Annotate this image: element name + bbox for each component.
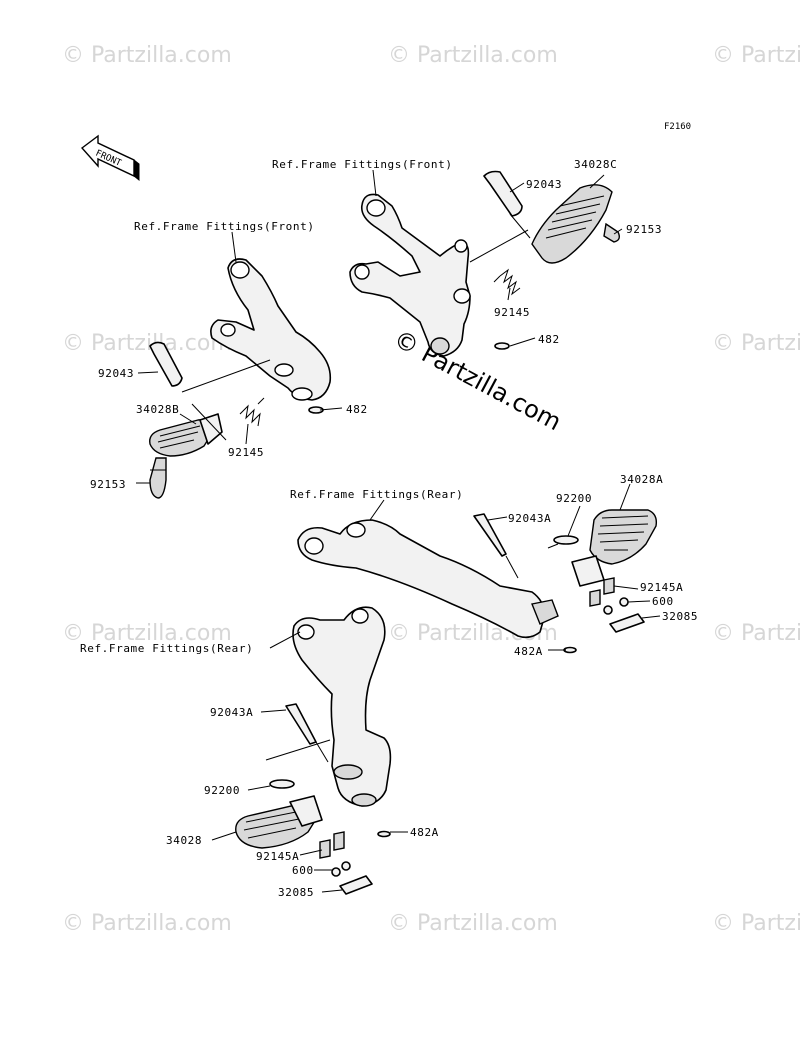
pin-92043-left: [149, 341, 271, 393]
label-92153-left: 92153: [90, 478, 126, 491]
leader-lines-lower: [211, 631, 408, 893]
watermark: © Partzilla.com: [712, 911, 800, 936]
watermark-group: © Partzilla.com © Partzilla.com © Partzi…: [62, 43, 800, 936]
label-ref-rear-left: Ref.Frame Fittings(Rear): [80, 642, 253, 655]
watermark: © Partzilla.com: [712, 43, 800, 68]
ball-600-left: [331, 861, 351, 877]
label-92043-right: 92043: [526, 178, 562, 191]
rear-right-bracket: [297, 519, 559, 639]
label-92043A-left: 92043A: [210, 706, 253, 719]
footpeg-34028C: [531, 184, 613, 264]
label-34028A: 34028A: [620, 473, 663, 486]
washer-92200-right: [547, 535, 579, 549]
pin-92043A-left: [285, 703, 329, 763]
pin-482-right: [494, 342, 510, 350]
label-600-right: 600: [652, 595, 674, 608]
label-92145A-right: 92145A: [640, 581, 683, 594]
footpeg-34028B: [149, 413, 223, 457]
pin-92043A-right: [473, 513, 519, 579]
watermark: © Partzilla.com: [388, 911, 558, 936]
label-34028B: 34028B: [136, 403, 179, 416]
watermark: © Partzilla.com: [62, 911, 232, 936]
leader-lines-upper-left: [136, 231, 343, 484]
watermark: © Partzilla.com: [62, 621, 232, 646]
label-482A-left: 482A: [410, 826, 439, 839]
spring-92145A-right: [589, 577, 615, 607]
plate-32085-left: [339, 875, 373, 895]
front-right-bracket: [349, 193, 471, 357]
footpeg-34028A: [571, 509, 658, 587]
pin-92043-right: [483, 170, 531, 239]
label-32085-right: 32085: [662, 610, 698, 623]
watermark: © Partzilla.com: [388, 43, 558, 68]
watermark: © Partzilla.com: [62, 43, 232, 68]
leader-lines-middle-right: [369, 483, 661, 651]
watermark: © Partzilla.com: [712, 621, 800, 646]
plate-32085-right: [609, 613, 645, 633]
label-92153-right: 92153: [626, 223, 662, 236]
label-92200-left: 92200: [204, 784, 240, 797]
front-left-bracket: [210, 258, 332, 401]
footpeg-34028: [235, 795, 323, 849]
front-arrow-icon: FRONT: [80, 134, 140, 182]
label-92200-right: 92200: [556, 492, 592, 505]
label-600-left: 600: [292, 864, 314, 877]
figure-code: F2160: [664, 122, 691, 132]
spring-92145-left: [239, 397, 265, 427]
washer-92200-left: [265, 739, 331, 789]
bolt-92153-right: [603, 222, 621, 243]
spring-92145A-left: [319, 831, 345, 859]
watermark: © Partzilla.com: [62, 331, 232, 356]
leader-lines-upper-right: [372, 169, 623, 347]
label-92043-left: 92043: [98, 367, 134, 380]
watermark: © Partzilla.com: [712, 331, 800, 356]
label-34028: 34028: [166, 834, 202, 847]
label-ref-front-right: Ref.Frame Fittings(Front): [272, 158, 453, 171]
label-34028C: 34028C: [574, 158, 617, 171]
pin-482A-left: [377, 830, 391, 838]
spring-92145-right: [493, 268, 521, 296]
label-92145A-left: 92145A: [256, 850, 299, 863]
label-ref-front-left: Ref.Frame Fittings(Front): [134, 220, 315, 233]
label-32085-left: 32085: [278, 886, 314, 899]
ball-600-right: [603, 597, 629, 615]
label-482A-right: 482A: [514, 645, 543, 658]
label-92043A-right: 92043A: [508, 512, 551, 525]
label-482-right: 482: [538, 333, 560, 346]
bolt-92153-left: [149, 457, 167, 499]
rear-left-bracket: [292, 606, 392, 807]
label-92145-left: 92145: [228, 446, 264, 459]
label-ref-rear-right: Ref.Frame Fittings(Rear): [290, 488, 463, 501]
label-92145-right: 92145: [494, 306, 530, 319]
label-482-left: 482: [346, 403, 368, 416]
